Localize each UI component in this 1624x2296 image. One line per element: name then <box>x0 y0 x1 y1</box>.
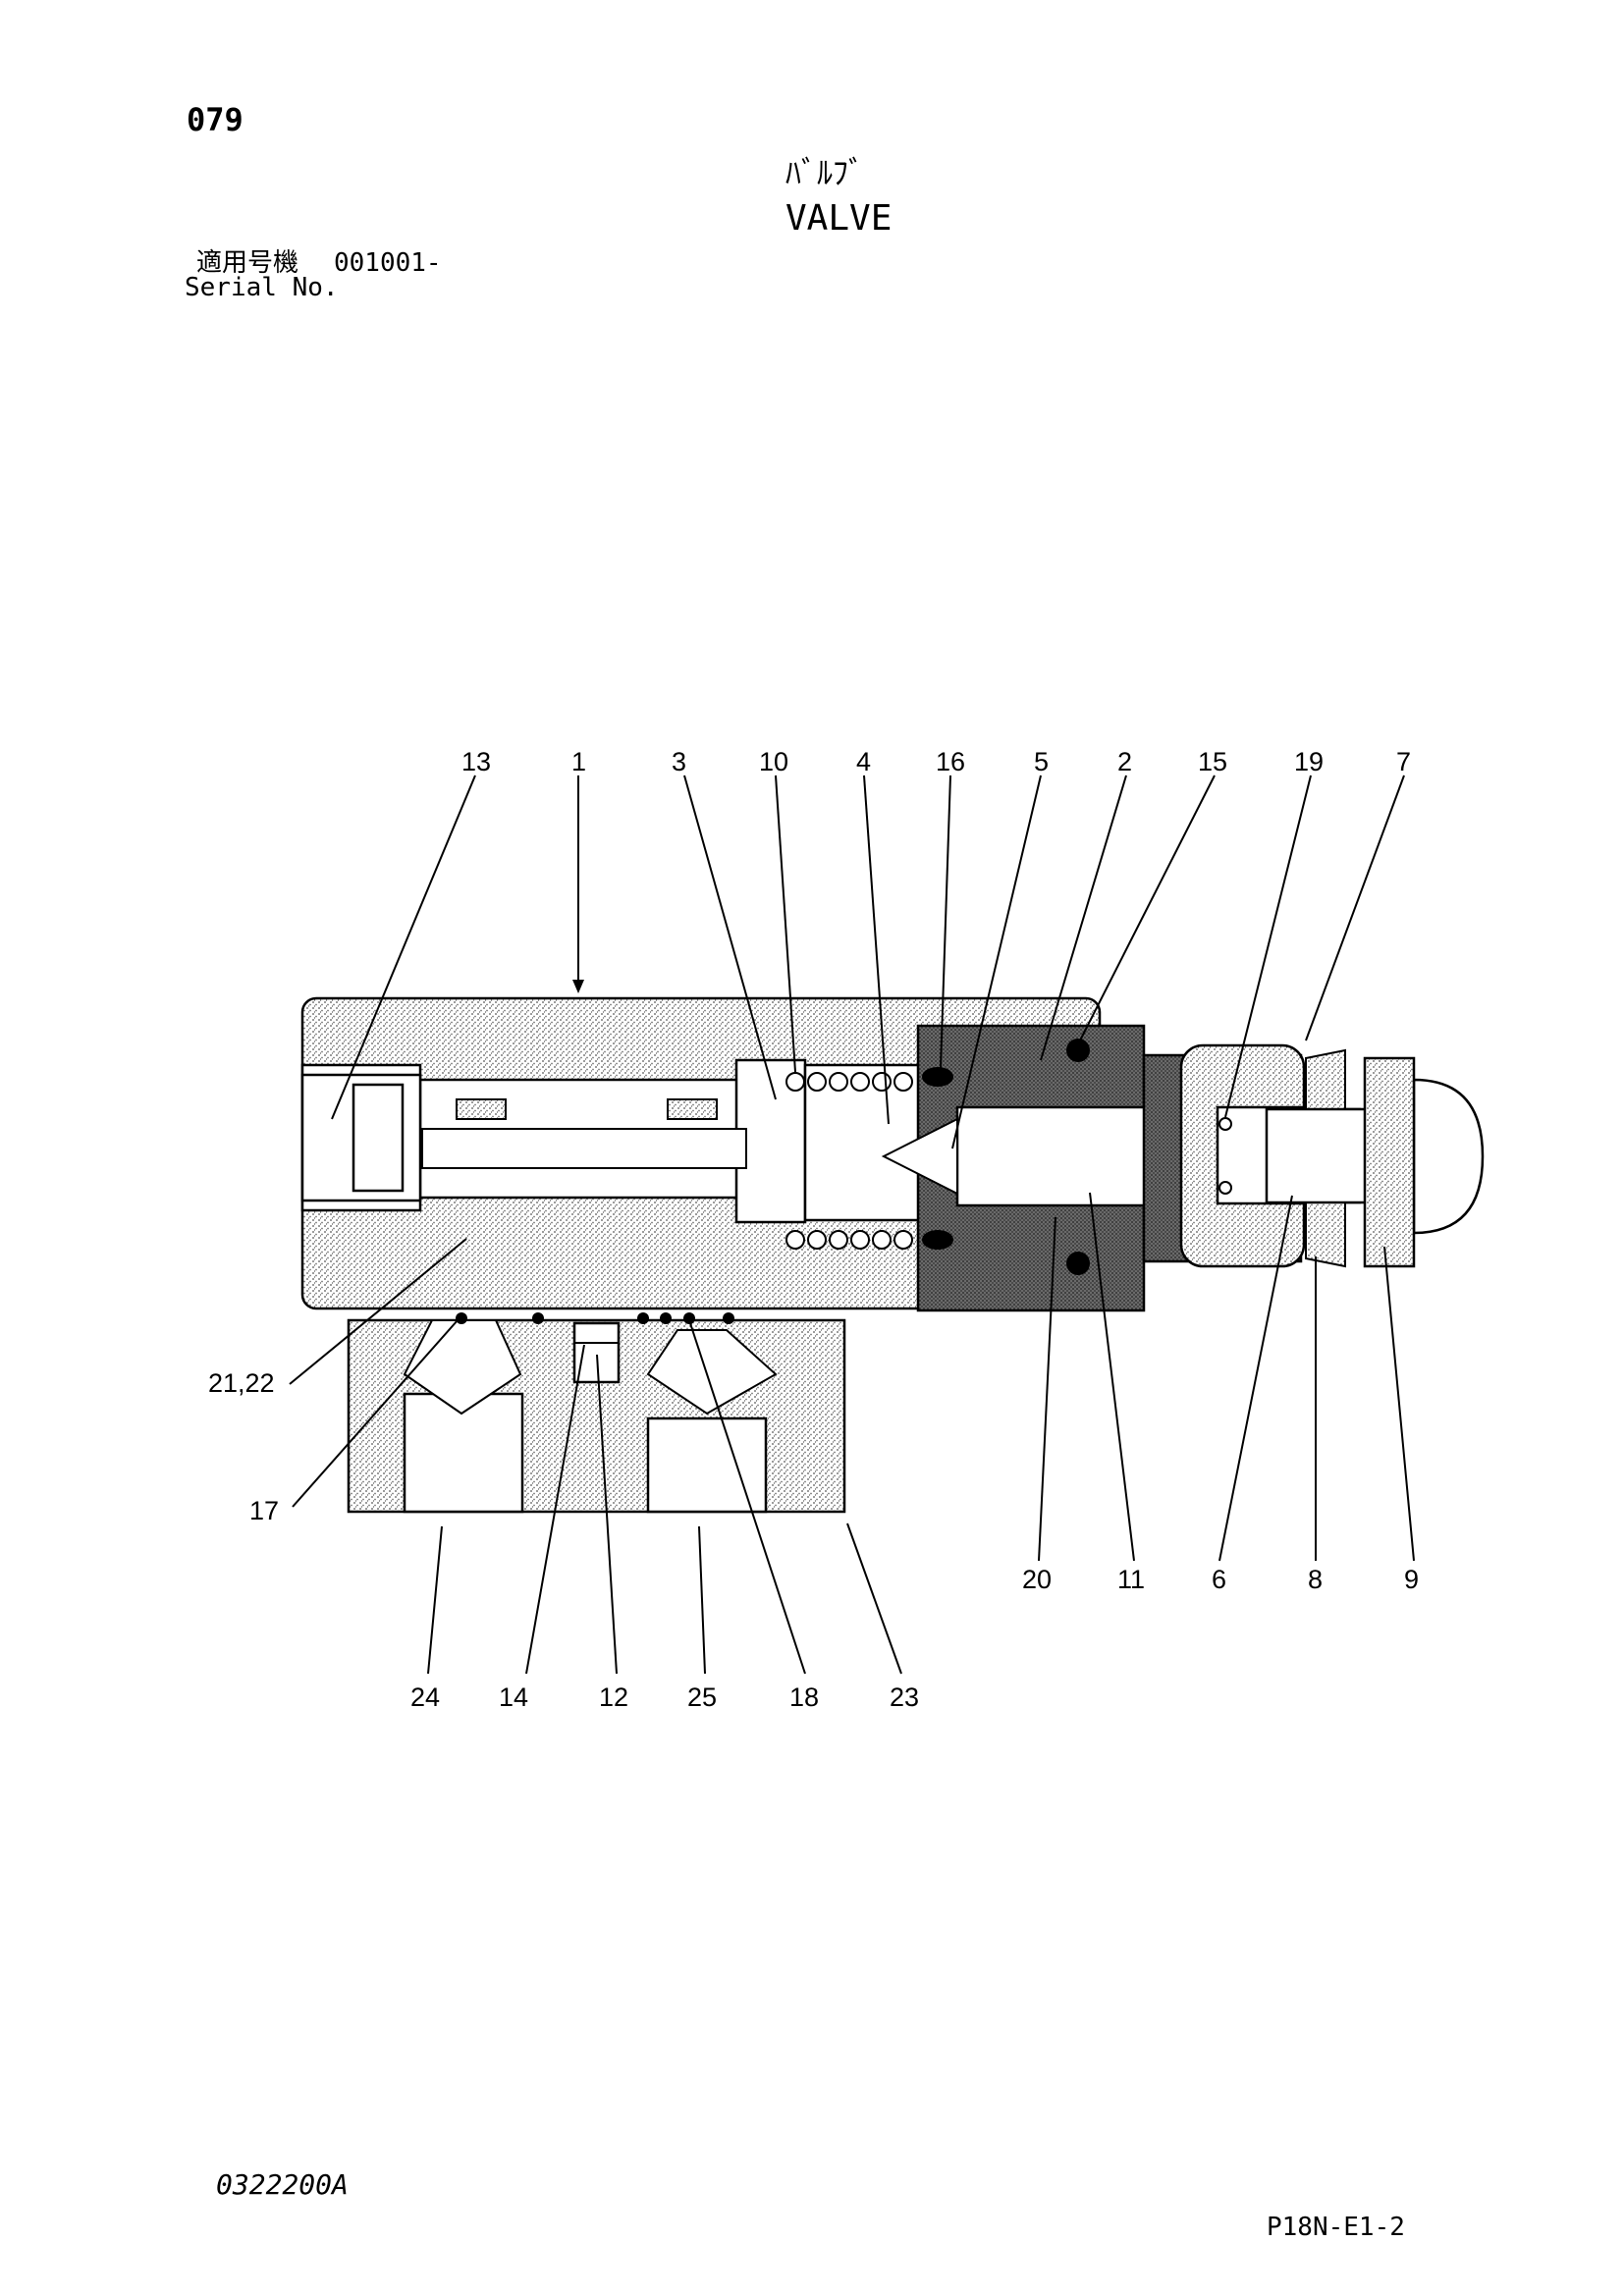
callout-numbers: 13 1 3 10 4 16 5 2 15 19 7 21,22 17 24 1… <box>208 747 1419 1712</box>
o-rings <box>922 1039 1090 1275</box>
callout-16: 16 <box>936 747 965 776</box>
spring-10 <box>785 1072 913 1250</box>
callout-8: 8 <box>1308 1565 1323 1594</box>
serial-label-japanese: 適用号機 <box>196 248 299 278</box>
callout-1: 1 <box>571 747 586 776</box>
callout-12: 12 <box>599 1682 628 1712</box>
drawing-code: 0322200A <box>216 2168 349 2201</box>
shaft-end-9 <box>1265 1056 1485 1268</box>
leader-lines <box>289 774 1415 1675</box>
page-reference: P18N-E1-2 <box>1267 2213 1405 2242</box>
callout-18: 18 <box>789 1682 819 1712</box>
lower-block-23 <box>347 1318 846 1514</box>
plug-13 <box>300 1073 422 1202</box>
callout-2: 2 <box>1117 747 1132 776</box>
callout-6: 6 <box>1212 1565 1226 1594</box>
callout-20: 20 <box>1022 1565 1052 1594</box>
callout-15: 15 <box>1198 747 1227 776</box>
callout-9: 9 <box>1404 1565 1419 1594</box>
serial-label-english: Serial No. <box>185 273 339 302</box>
title-japanese: ﾊﾞﾙﾌﾞ <box>785 154 865 191</box>
callout-13: 13 <box>461 747 491 776</box>
page-number: 079 <box>187 101 244 138</box>
callout-14: 14 <box>499 1682 528 1712</box>
callout-7: 7 <box>1396 747 1411 776</box>
callout-3: 3 <box>672 747 686 776</box>
seat-2 <box>881 1024 1185 1312</box>
callout-24: 24 <box>410 1682 440 1712</box>
seal-dots <box>456 1312 734 1324</box>
callout-19: 19 <box>1294 747 1324 776</box>
callout-25: 25 <box>687 1682 717 1712</box>
callout-21-22: 21,22 <box>208 1368 275 1398</box>
callout-4: 4 <box>856 747 871 776</box>
title-english: VALVE <box>785 198 893 239</box>
serial-range: 001001- <box>334 248 442 278</box>
callout-17: 17 <box>249 1496 279 1525</box>
callout-5: 5 <box>1034 747 1049 776</box>
callout-10: 10 <box>759 747 788 776</box>
callout-23: 23 <box>890 1682 919 1712</box>
callout-11: 11 <box>1117 1565 1145 1594</box>
